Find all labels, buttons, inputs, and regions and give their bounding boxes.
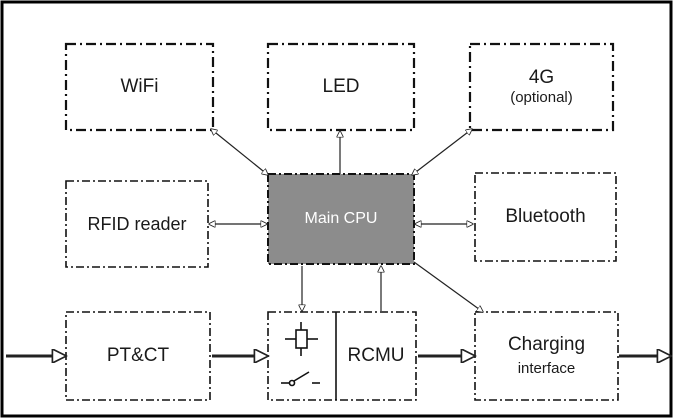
arrow-wifi-cpu xyxy=(211,129,268,175)
wifi-label: WiFi xyxy=(66,44,213,130)
main-cpu-label-text: Main CPU xyxy=(304,209,378,227)
wifi-block xyxy=(64,42,215,132)
4g-label-text: 4G xyxy=(528,67,555,89)
charging-interface-label: Charging interface xyxy=(475,312,618,400)
ptct-label-text: PT&CT xyxy=(106,345,170,367)
led-label-text: LED xyxy=(322,76,360,98)
main-cpu-block xyxy=(267,173,415,265)
wifi-label-text: WiFi xyxy=(120,76,159,98)
arrow-4g-cpu xyxy=(412,129,472,175)
4g-label: 4G (optional) xyxy=(470,44,613,130)
rfid-block xyxy=(65,180,209,268)
rfid-label-text: RFID reader xyxy=(87,213,187,234)
ptct-label: PT&CT xyxy=(66,312,210,400)
4g-block xyxy=(468,42,615,132)
led-label: LED xyxy=(268,44,414,130)
rcmu-label-text: RCMU xyxy=(347,345,405,367)
led-block xyxy=(266,42,416,132)
bluetooth-label: Bluetooth xyxy=(475,173,616,261)
4g-sublabel-text: (optional) xyxy=(510,89,573,107)
rfid-label: RFID reader xyxy=(66,181,208,267)
bluetooth-label-text: Bluetooth xyxy=(505,206,586,228)
bluetooth-block xyxy=(474,172,617,262)
main-cpu-label: Main CPU xyxy=(268,174,414,264)
rcmu-label: RCMU xyxy=(336,312,416,400)
charging-label-text: Charging xyxy=(507,334,586,356)
interface-label-text: interface xyxy=(517,360,576,378)
relay-symbol xyxy=(281,322,320,387)
arrow-cpu-charging xyxy=(413,261,483,312)
